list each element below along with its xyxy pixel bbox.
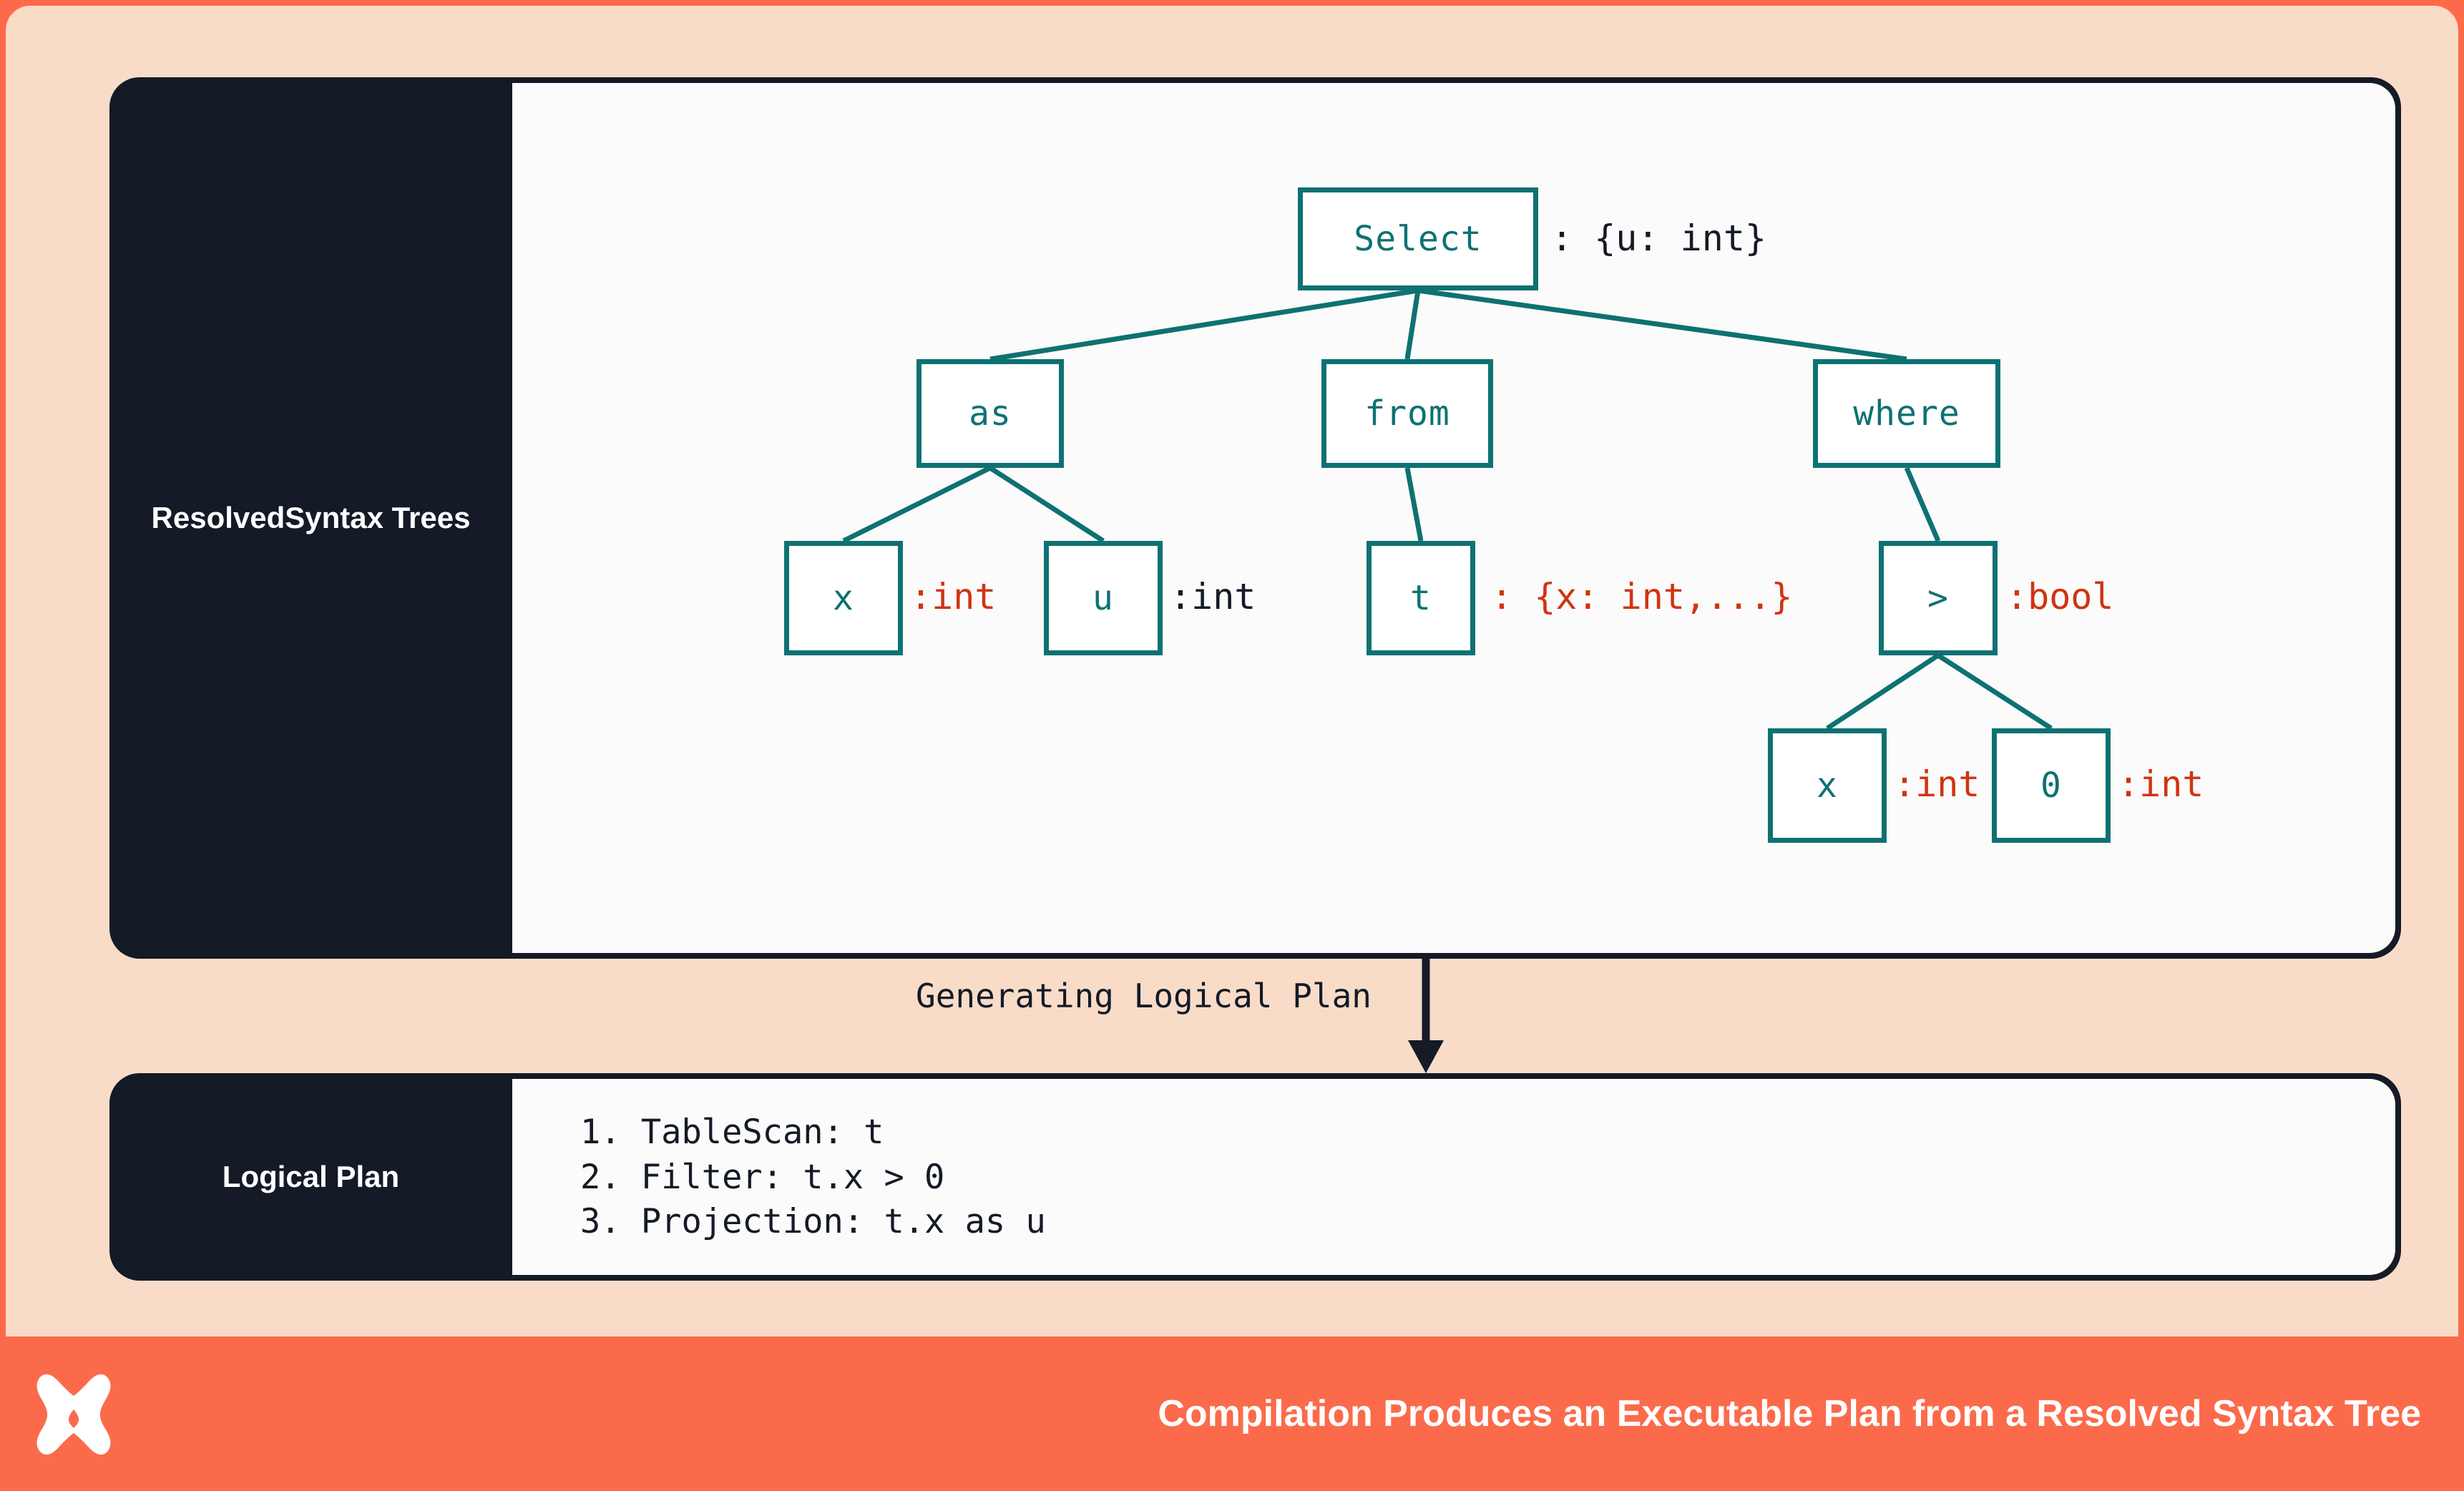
logical-plan-panel: 1. TableScan: t 2. Filter: t.x > 0 3. Proj… [512,1079,2395,1275]
tree-node-gt: > [1879,541,1998,655]
footer-bar: Compilation Produces an Executable Plan … [0,1336,2464,1491]
type-annotation-select: : {u: int} [1551,217,1767,259]
transition-caption: Generating Logical Plan [916,977,1372,1015]
tree-edge-select-as [989,288,1419,362]
type-annotation-from-t: : {x: int,...} [1491,576,1793,617]
type-annotation-gt-x: :int [1894,763,1980,805]
logical-plan-step-1: 1. TableScan: t [580,1113,884,1152]
x-mark-icon [36,1374,111,1455]
tree-node-gt-x: x [1768,728,1887,843]
logical-plan-step-3: 3. Projection: t.x as u [580,1202,1046,1241]
type-annotation-gt-0: :int [2118,763,2204,805]
tree-edge-as-as-x [842,465,992,544]
tree-edge-from-from-t [1404,467,1424,542]
type-annotation-as-x: :int [910,576,997,617]
down-arrow-icon [1408,957,1444,1073]
tree-node-gt-0: 0 [1992,728,2111,843]
tree-edge-select-where [1417,288,1907,362]
footer-title: Compilation Produces an Executable Plan … [1158,1393,2421,1434]
logical-plan-steps: 1. TableScan: t 2. Filter: t.x > 0 3. Proj… [580,1110,1046,1245]
tree-edge-gt-gt-x [1826,653,1940,730]
tree-edge-gt-gt-0 [1937,653,2053,730]
tree-node-as-u: u [1044,541,1163,655]
tree-node-from: from [1321,359,1493,468]
tree-edge-where-gt [1904,466,1941,542]
tree-node-select: Select [1298,187,1538,290]
tree-edge-as-as-u [989,466,1105,543]
tree-node-where: where [1813,359,2000,468]
tree-node-as: as [916,359,1064,468]
logical-plan-step-2: 2. Filter: t.x > 0 [580,1157,945,1197]
tree-node-from-t: t [1367,541,1475,655]
sidebar-item-logical-plan: Logical Plan [222,1160,400,1194]
type-annotation-gt: :bool [2006,576,2114,617]
logical-plan-card: Logical Plan 1. TableScan: t 2. Filter: t… [109,1073,2401,1281]
type-annotation-as-u: :int [1170,576,1256,617]
tree-edge-select-from [1404,290,1421,360]
tree-edges [842,288,2053,730]
tree-node-as-x: x [784,541,903,655]
